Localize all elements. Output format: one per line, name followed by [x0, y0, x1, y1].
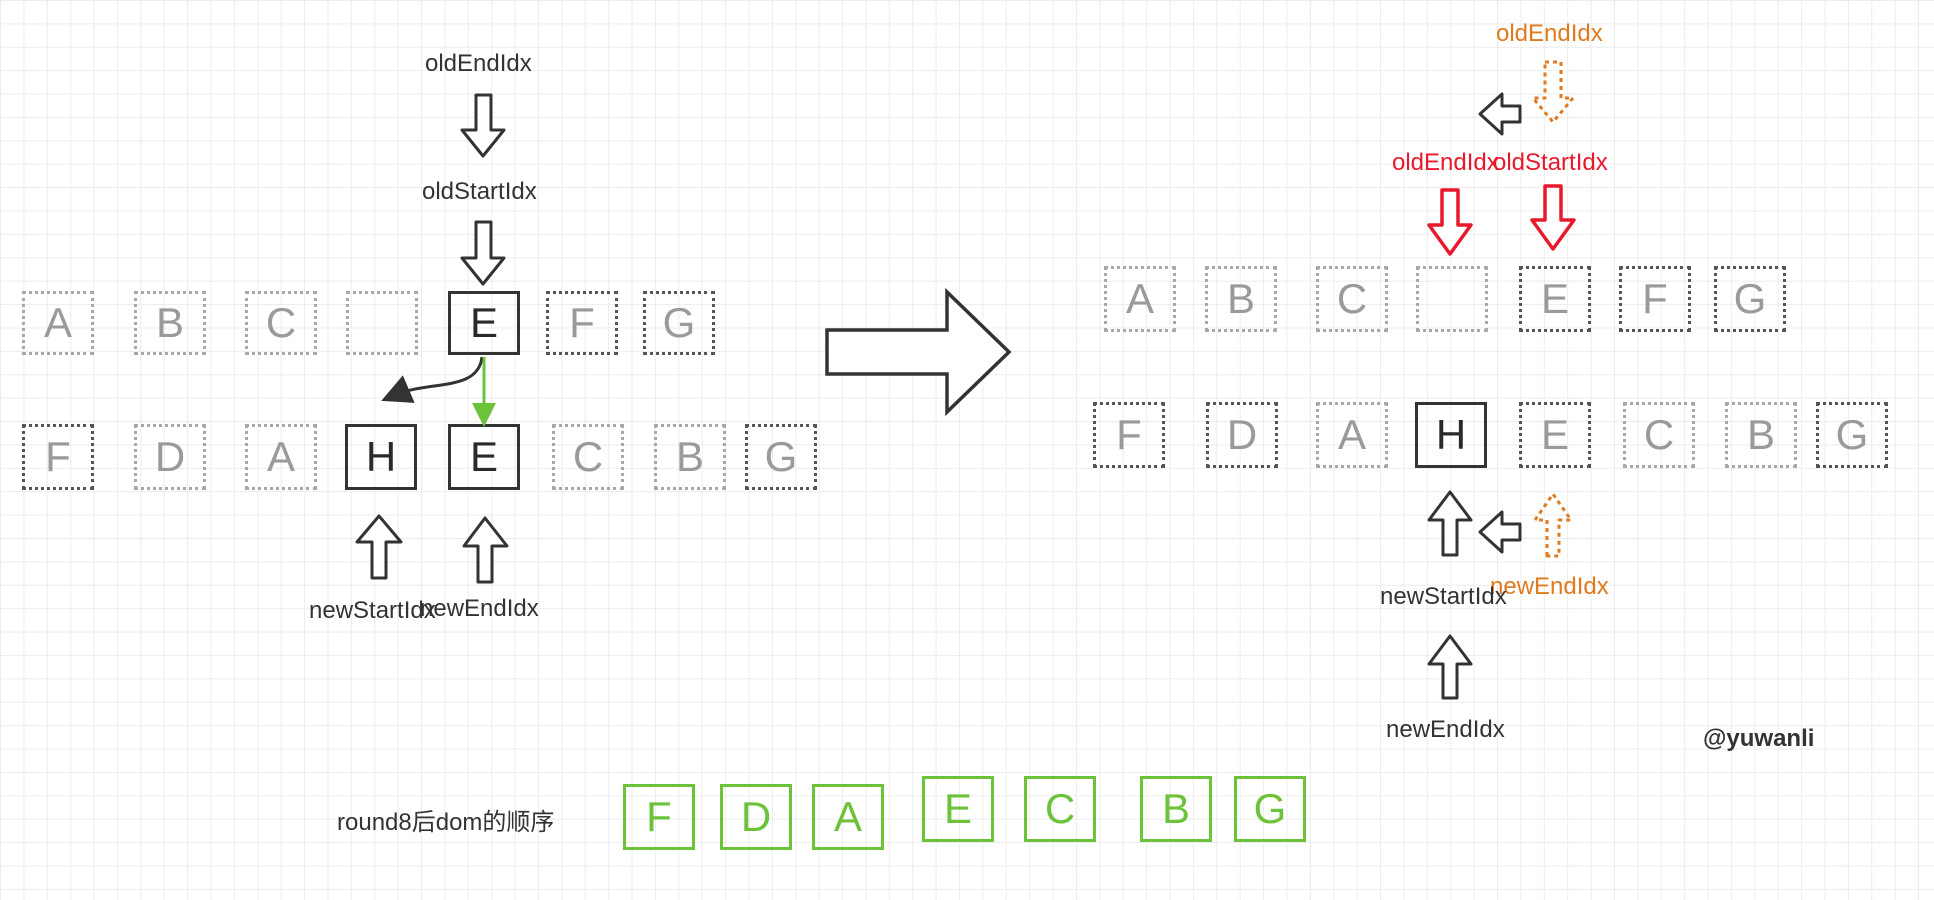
right-old-end-orange-dotted-arrow [1531, 60, 1575, 124]
left-new-node-d: D [134, 424, 206, 490]
left-old-node-empty [346, 291, 418, 355]
result-node-a: A [812, 784, 884, 850]
left-old-node-c: C [245, 291, 317, 355]
right-old-end-shift-left-arrow [1478, 92, 1522, 136]
right-new-node-h: H [1415, 402, 1487, 468]
result-label: round8后dom的顺序 [337, 809, 555, 836]
left-new-end-idx-label: newEndIdx [420, 595, 539, 622]
right-old-start-red-arrow [1530, 184, 1576, 251]
right-old-node-f: F [1619, 266, 1691, 332]
right-old-node-g: G [1714, 266, 1786, 332]
left-old-end-down-arrow [460, 93, 506, 158]
right-new-node-a: A [1316, 402, 1388, 468]
right-old-end-idx-red-label: oldEndIdx [1392, 149, 1499, 176]
right-new-end-up-arrow [1427, 634, 1473, 700]
left-new-start-idx-label: newStartIdx [309, 597, 436, 624]
left-old-start-down-arrow [460, 220, 506, 286]
right-new-end-shift-left-arrow [1478, 510, 1522, 554]
left-new-start-up-arrow [355, 514, 403, 580]
left-old-node-g: G [643, 291, 715, 355]
right-old-node-c: C [1316, 266, 1388, 332]
right-old-start-idx-red-label: oldStartIdx [1493, 149, 1608, 176]
left-old-node-b: B [134, 291, 206, 355]
left-new-node-h: H [345, 424, 417, 490]
left-new-node-f: F [22, 424, 94, 490]
right-old-end-idx-orange-label: oldEndIdx [1496, 20, 1603, 47]
right-new-end-idx-label: newEndIdx [1386, 716, 1505, 743]
right-old-node-e: E [1519, 266, 1591, 332]
result-node-e: E [922, 776, 994, 842]
left-old-start-idx-label: oldStartIdx [422, 178, 537, 205]
right-new-node-f: F [1093, 402, 1165, 468]
author-watermark: @yuwanli [1703, 725, 1815, 752]
left-new-end-up-arrow [462, 516, 509, 584]
right-new-node-e: E [1519, 402, 1591, 468]
result-node-b: B [1140, 776, 1212, 842]
right-new-node-d: D [1206, 402, 1278, 468]
right-new-node-b: B [1725, 402, 1797, 468]
left-new-node-c: C [552, 424, 624, 490]
right-old-node-a: A [1104, 266, 1176, 332]
right-new-node-g: G [1816, 402, 1888, 468]
left-old-node-a: A [22, 291, 94, 355]
left-old-node-e: E [448, 291, 520, 355]
right-old-node-b: B [1205, 266, 1277, 332]
result-node-f: F [623, 784, 695, 850]
right-new-start-up-arrow [1427, 490, 1473, 557]
left-new-node-g: G [745, 424, 817, 490]
left-new-node-a: A [245, 424, 317, 490]
result-node-d: D [720, 784, 792, 850]
left-new-node-b: B [654, 424, 726, 490]
right-old-node-empty [1416, 266, 1488, 332]
right-new-end-idx-orange-label: newEndIdx [1490, 573, 1609, 600]
result-node-c: C [1024, 776, 1096, 842]
right-new-end-orange-dotted-arrow [1533, 492, 1573, 558]
right-new-start-idx-label: newStartIdx [1380, 583, 1507, 610]
result-node-g: G [1234, 776, 1306, 842]
left-old-node-f: F [546, 291, 618, 355]
left-move-curve-arrow [381, 356, 484, 403]
left-old-end-idx-label: oldEndIdx [425, 50, 532, 77]
right-old-end-red-arrow [1427, 188, 1473, 256]
right-new-node-c: C [1623, 402, 1695, 468]
transition-big-arrow [825, 287, 1012, 417]
